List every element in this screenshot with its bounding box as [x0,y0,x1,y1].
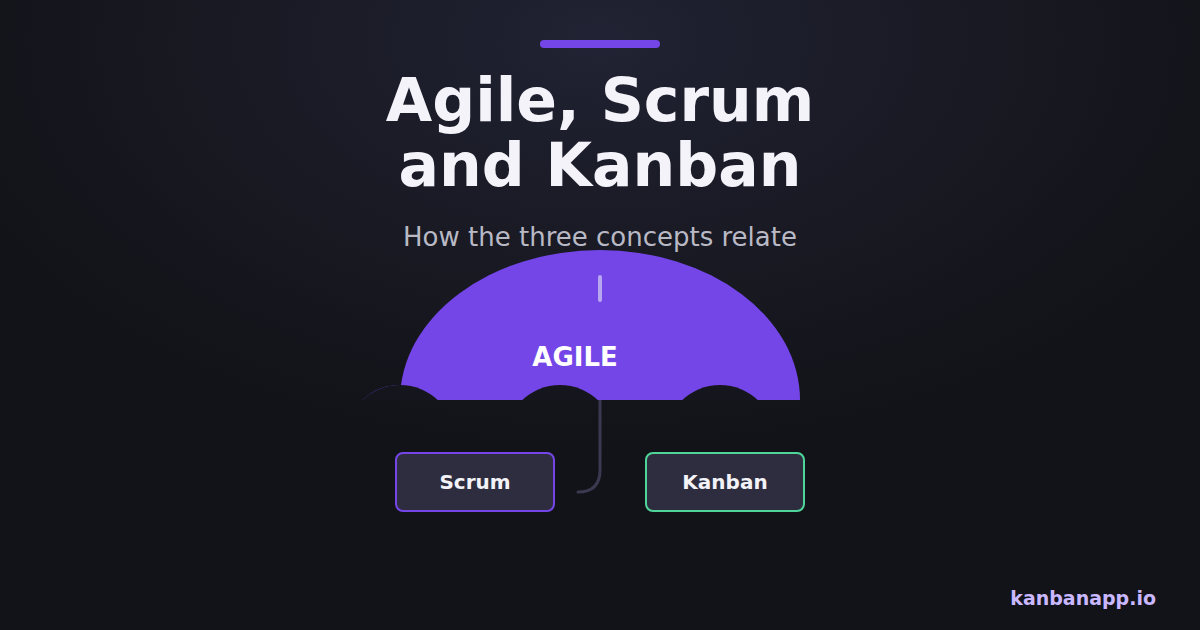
umbrella-canopy [350,250,800,400]
umbrella-shape: AGILE [350,250,800,400]
umbrella-handle [578,400,600,492]
watermark: kanbanapp.io [1010,586,1156,610]
canopy-scallops [345,385,775,400]
subtitle: How the three concepts relate [200,220,1000,254]
umbrella-tip [598,277,602,300]
accent-bar [540,40,660,48]
scallop [345,385,455,400]
scallop [665,385,775,400]
scallop [505,385,615,400]
box-label: Kanban [682,470,767,494]
canopy-fill [400,250,800,400]
method-box: Kanban [645,452,805,512]
umbrella-label: AGILE [350,340,800,374]
method-box: Scrum [395,452,555,512]
box-label: Scrum [439,470,510,494]
title: Agile, Scrum and Kanban [360,68,840,198]
